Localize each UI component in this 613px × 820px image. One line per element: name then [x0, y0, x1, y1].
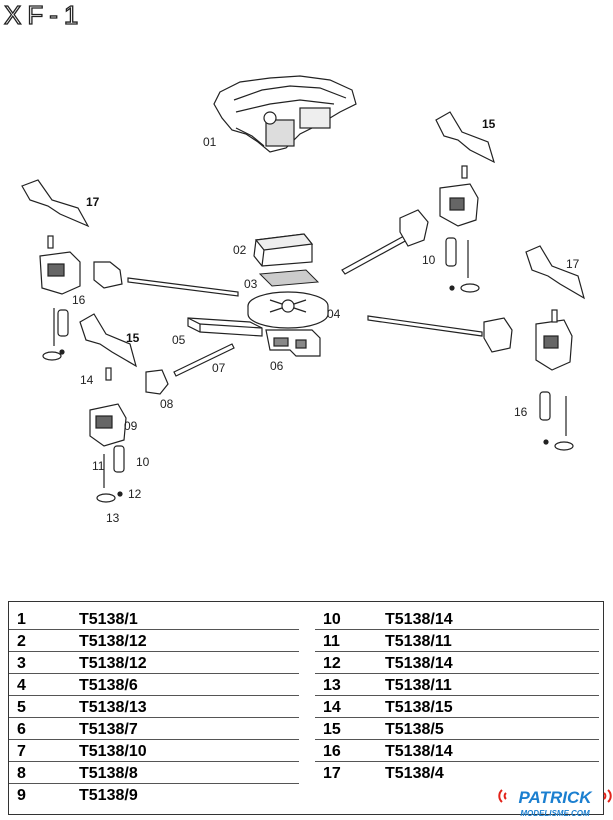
parts-row: 1 T5138/1	[9, 608, 299, 630]
parts-row: 5 T5138/13	[9, 696, 299, 718]
part-code: T5138/11	[385, 677, 452, 694]
callout-06: 06	[270, 359, 284, 373]
part-number: 14	[323, 699, 341, 716]
part-number: 8	[17, 765, 26, 782]
part-number: 16	[323, 743, 341, 760]
part-number: 12	[323, 655, 341, 672]
part-02-box	[253, 233, 314, 267]
callout-01: 01	[203, 135, 217, 149]
logo-wordmark: PATRICK	[518, 788, 593, 807]
part-number: 2	[17, 633, 26, 650]
callout-02: 02	[233, 243, 247, 257]
callout-16-b: 16	[514, 405, 528, 419]
callout-05: 05	[172, 333, 186, 347]
callout-10: 10	[422, 253, 436, 267]
part-code: T5138/8	[79, 765, 138, 782]
part-code: T5138/7	[79, 721, 138, 738]
parts-row: 16 T5138/14	[315, 740, 599, 762]
callout-15-b: 15	[126, 331, 140, 345]
callout-11: 11	[92, 459, 105, 473]
part-number: 17	[323, 765, 341, 782]
part-number: 5	[17, 699, 26, 716]
shafts	[47, 165, 567, 488]
callout-16: 16	[72, 293, 86, 307]
part-number: 6	[17, 721, 26, 738]
part-04-hub	[247, 291, 329, 329]
part-code: T5138/1	[79, 611, 138, 628]
part-number: 3	[17, 655, 26, 672]
callout-14: 14	[80, 373, 94, 387]
part-number: 10	[323, 611, 341, 628]
callout-04: 04	[327, 307, 341, 321]
callout-03: 03	[244, 277, 258, 291]
propellers	[21, 111, 585, 368]
parts-row: 10 T5138/14	[315, 608, 599, 630]
part-03-plate	[258, 269, 320, 287]
part-code: T5138/12	[79, 655, 147, 672]
callout-labels: 01 02 03 04 05 06 07 08 09 10 10 11 12 1…	[72, 117, 580, 525]
part-06-board	[265, 329, 321, 357]
part-code: T5138/4	[385, 765, 444, 782]
part-code: T5138/14	[385, 743, 453, 760]
parts-row: 14 T5138/15	[315, 696, 599, 718]
parts-row: 15 T5138/5	[315, 718, 599, 740]
part-code: T5138/9	[79, 787, 138, 804]
parts-row: 2 T5138/12	[9, 630, 299, 652]
parts-row: 13 T5138/11	[315, 674, 599, 696]
exploded-parts-diagram: XF-1	[3, 0, 585, 525]
callout-08: 08	[160, 397, 174, 411]
parts-row: 3 T5138/12	[9, 652, 299, 674]
part-code: T5138/10	[79, 743, 147, 760]
parts-row: 12 T5138/14	[315, 652, 599, 674]
part-number: 4	[17, 677, 26, 694]
parts-row: 9 T5138/9	[9, 784, 299, 806]
parts-row: 6 T5138/7	[9, 718, 299, 740]
parts-row: 8 T5138/8	[9, 762, 299, 784]
motor-blocks	[39, 183, 573, 447]
part-number: 1	[17, 611, 26, 628]
part-code: T5138/5	[385, 721, 444, 738]
part-05-battery	[187, 317, 263, 337]
diagram-title: XF-1	[4, 0, 84, 30]
patrick-modelisme-logo: PATRICK MODELISME.COM	[498, 788, 612, 818]
callout-15: 15	[482, 117, 496, 131]
part-code: T5138/13	[79, 699, 147, 716]
wifi-icon	[498, 789, 612, 803]
part-code: T5138/14	[385, 611, 453, 628]
logo-subline: MODELISME.COM	[520, 809, 590, 818]
callout-09: 09	[124, 419, 138, 433]
part-code: T5138/12	[79, 633, 147, 650]
part-number: 9	[17, 787, 26, 804]
callout-12: 12	[128, 487, 142, 501]
gears	[42, 283, 574, 503]
parts-row: 17 T5138/4	[315, 762, 599, 784]
callout-17-b: 17	[566, 257, 580, 271]
callout-13: 13	[106, 511, 120, 525]
parts-row: 7 T5138/10	[9, 740, 299, 762]
callout-10-b: 10	[136, 455, 150, 469]
part-01-body	[213, 75, 357, 153]
part-number: 7	[17, 743, 26, 760]
parts-row: 11 T5138/11	[315, 630, 599, 652]
arm-connectors	[93, 209, 513, 395]
arm-rods	[127, 235, 483, 377]
part-number: 15	[323, 721, 341, 738]
callout-17: 17	[86, 195, 100, 209]
part-code: T5138/11	[385, 633, 452, 650]
callout-07: 07	[212, 361, 226, 375]
part-code: T5138/14	[385, 655, 453, 672]
part-code: T5138/15	[385, 699, 453, 716]
part-number: 11	[323, 633, 340, 650]
parts-row: 4 T5138/6	[9, 674, 299, 696]
part-code: T5138/6	[79, 677, 138, 694]
part-number: 13	[323, 677, 341, 694]
